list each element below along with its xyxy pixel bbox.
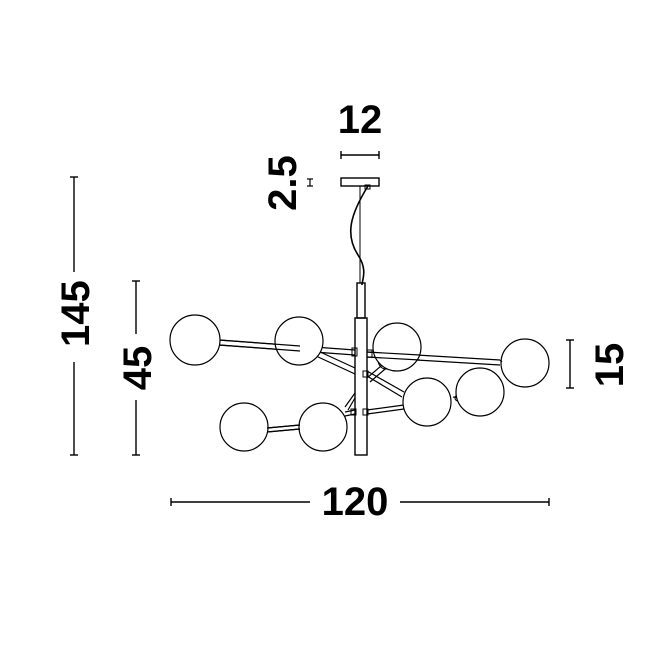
canopy-width-label: 12 [337, 98, 383, 142]
canopy-width-dimension-line [340, 151, 380, 159]
glass-globes [169, 314, 550, 452]
globe-diameter-dimension-line [566, 339, 574, 389]
globe-7 [402, 377, 452, 427]
globe-5 [219, 402, 269, 452]
canopy-height-dimension-line [307, 178, 313, 187]
globe-3 [372, 322, 422, 372]
total-height-label: 145 [54, 280, 98, 347]
body-height-dimension-line [132, 280, 140, 456]
power-cable [350, 185, 369, 286]
upper-rod [356, 282, 366, 319]
globe-diameter-label: 15 [588, 342, 632, 388]
canopy-height-label: 2.5 [261, 155, 305, 211]
total-width-dimension-line [170, 498, 550, 506]
globe-4 [500, 338, 550, 388]
globe-2 [274, 316, 324, 366]
body-height-label: 45 [116, 345, 160, 391]
ceiling-canopy [340, 177, 380, 187]
main-stem [354, 317, 368, 456]
globe-8 [455, 367, 505, 417]
globe-6 [298, 402, 348, 452]
total-height-dimension-line [70, 176, 78, 456]
globe-1 [169, 314, 221, 366]
total-width-label: 120 [321, 480, 389, 524]
